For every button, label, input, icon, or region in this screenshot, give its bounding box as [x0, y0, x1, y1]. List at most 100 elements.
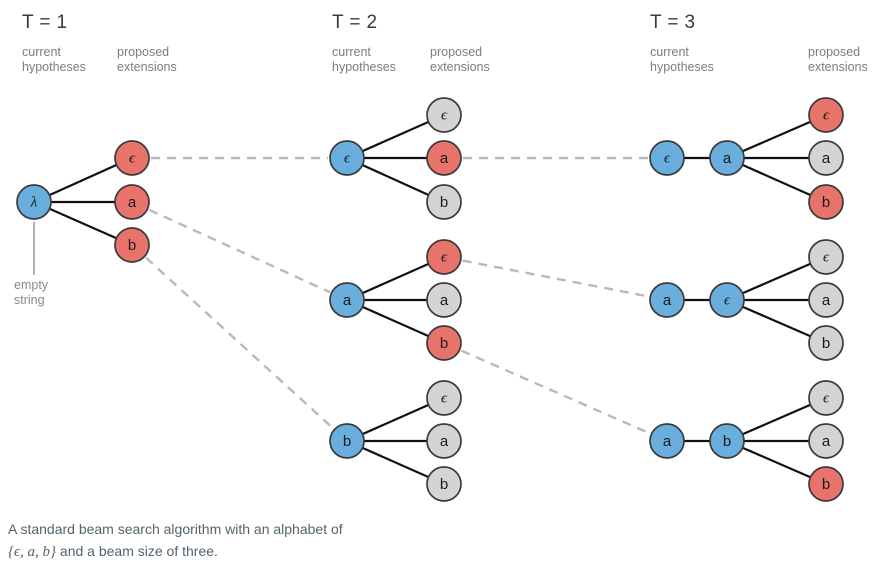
node-circle[interactable] [808, 97, 844, 133]
caption-alphabet-set: {ϵ, a, b} [8, 544, 57, 560]
caption-line-1: A standard beam search algorithm with an… [8, 521, 343, 537]
node-circle[interactable] [329, 140, 365, 176]
node-label: ϵ [441, 391, 448, 407]
node-label: ϵ [344, 151, 351, 167]
tree-edge [361, 163, 430, 197]
graph-node-t3-g1-cur1[interactable]: ϵ [649, 140, 685, 176]
node-label: ϵ [823, 250, 830, 266]
graph-node-t1-ext-eps[interactable]: ϵ [114, 140, 150, 176]
graph-node-t3-g3-cur1[interactable]: a [649, 423, 685, 459]
node-circle[interactable] [709, 282, 745, 318]
node-circle[interactable] [426, 97, 462, 133]
graph-node-t3-g3-a[interactable]: a [808, 423, 844, 459]
graph-node-t2-g1-eps[interactable]: ϵ [426, 97, 462, 133]
step-2-proposed-extensions-label: proposed extensions [430, 45, 490, 74]
step-3-current-hypotheses-label: current hypotheses [650, 45, 714, 74]
node-label: ϵ [441, 250, 448, 266]
node-label: ϵ [823, 391, 830, 407]
node-circle[interactable] [649, 423, 685, 459]
node-circle[interactable] [426, 380, 462, 416]
step-title-1: T = 1 [22, 12, 68, 33]
node-circle[interactable] [709, 140, 745, 176]
node-label: b [128, 237, 136, 254]
node-circle[interactable] [426, 184, 462, 220]
node-circle[interactable] [426, 239, 462, 275]
graph-node-t3-g2-a[interactable]: a [808, 282, 844, 318]
graph-node-t2-g2-eps[interactable]: ϵ [426, 239, 462, 275]
node-label: a [128, 194, 137, 211]
node-label: b [440, 335, 448, 352]
graph-node-t3-g2-eps[interactable]: ϵ [808, 239, 844, 275]
graph-node-t2-g3-b[interactable]: b [426, 466, 462, 502]
tree-edge [361, 446, 430, 479]
graph-node-t1-ext-a[interactable]: a [114, 184, 150, 220]
node-circle[interactable] [426, 466, 462, 502]
node-circle[interactable] [329, 282, 365, 318]
tree-edge [741, 262, 812, 295]
graph-node-t2-g1-cur[interactable]: ϵ [329, 140, 365, 176]
step-2-current-hypotheses-label: current hypotheses [332, 45, 396, 74]
step-1-current-hypotheses-label: current hypotheses [22, 45, 86, 74]
graph-node-t3-g1-cur2[interactable]: a [709, 140, 745, 176]
graph-node-t2-g3-eps[interactable]: ϵ [426, 380, 462, 416]
node-circle[interactable] [808, 325, 844, 361]
graph-node-t2-g2-a[interactable]: a [426, 282, 462, 318]
node-circle[interactable] [808, 239, 844, 275]
node-circle[interactable] [808, 184, 844, 220]
node-circle[interactable] [114, 184, 150, 220]
node-label: b [440, 476, 448, 493]
graph-node-t2-g1-a[interactable]: a [426, 140, 462, 176]
graph-node-t2-g3-a[interactable]: a [426, 423, 462, 459]
node-circle[interactable] [16, 184, 52, 220]
graph-node-t3-g1-eps[interactable]: ϵ [808, 97, 844, 133]
graph-node-t3-g1-a[interactable]: a [808, 140, 844, 176]
node-circle[interactable] [426, 325, 462, 361]
graph-node-t1-ext-b[interactable]: b [114, 227, 150, 263]
node-circle[interactable] [808, 282, 844, 318]
graph-node-t1-root[interactable]: λ [16, 184, 52, 220]
node-circle[interactable] [808, 380, 844, 416]
node-circle[interactable] [426, 282, 462, 318]
node-circle[interactable] [114, 140, 150, 176]
tree-edge [741, 305, 812, 338]
tree-edge [741, 163, 812, 197]
graph-node-t2-g3-cur[interactable]: b [329, 423, 365, 459]
node-label: ϵ [441, 108, 448, 124]
node-circle[interactable] [808, 423, 844, 459]
caption-line-2: and a beam size of three. [56, 543, 218, 559]
node-circle[interactable] [329, 423, 365, 459]
graph-node-t2-g2-b[interactable]: b [426, 325, 462, 361]
graph-node-t3-g1-b[interactable]: b [808, 184, 844, 220]
step-1-proposed-extensions-label: proposed extensions [117, 45, 177, 74]
tree-edge [361, 305, 430, 338]
node-label: b [440, 194, 448, 211]
graph-node-t3-g2-b[interactable]: b [808, 325, 844, 361]
node-label: b [343, 433, 351, 450]
tree-edge [741, 403, 812, 436]
tree-edge [361, 120, 430, 153]
node-circle[interactable] [426, 423, 462, 459]
node-circle[interactable] [114, 227, 150, 263]
node-circle[interactable] [649, 282, 685, 318]
node-circle[interactable] [808, 140, 844, 176]
node-label: a [663, 292, 672, 309]
node-label: b [822, 476, 830, 493]
connector-dashed [462, 259, 649, 298]
graph-node-t3-g3-cur2[interactable]: b [709, 423, 745, 459]
node-label: a [440, 433, 449, 450]
node-circle[interactable] [709, 423, 745, 459]
node-circle[interactable] [426, 140, 462, 176]
node-circle[interactable] [808, 466, 844, 502]
step-title-3: T = 3 [650, 12, 696, 33]
graph-node-t3-g3-eps[interactable]: ϵ [808, 380, 844, 416]
graph-node-t3-g2-cur1[interactable]: a [649, 282, 685, 318]
graph-node-t2-g2-cur[interactable]: a [329, 282, 365, 318]
graph-node-t3-g2-cur2[interactable]: ϵ [709, 282, 745, 318]
node-label: a [440, 150, 449, 167]
tree-edge [361, 262, 430, 295]
node-circle[interactable] [649, 140, 685, 176]
node-label: a [822, 433, 831, 450]
graph-node-t2-g1-b[interactable]: b [426, 184, 462, 220]
node-label: a [343, 292, 352, 309]
graph-node-t3-g3-b[interactable]: b [808, 466, 844, 502]
